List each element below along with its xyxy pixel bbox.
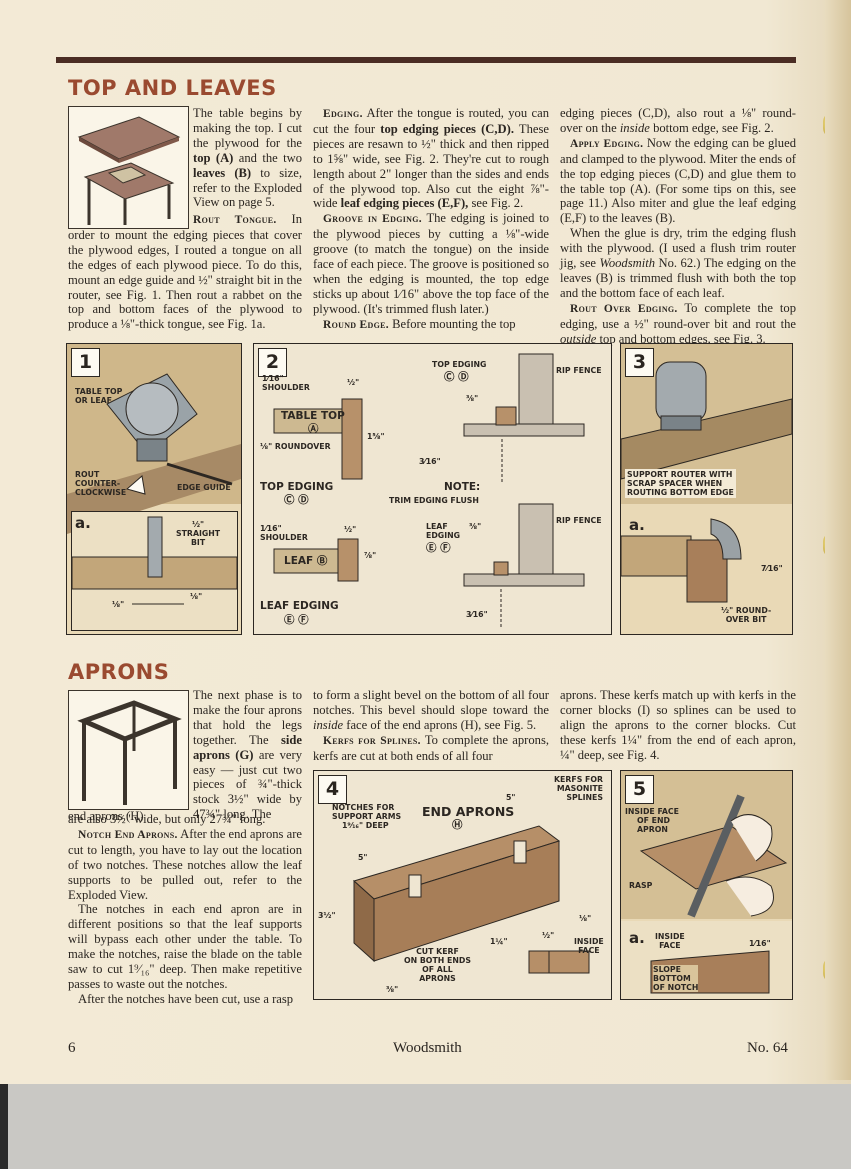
figure-4-number: 4 [318,775,347,804]
fig2-label-ef: Ⓔ Ⓕ [284,614,309,626]
fig2-label-cd: Ⓒ Ⓓ [284,494,309,506]
text-column-1-bottom: Rout Tongue. In order to mount the edgin… [68,212,302,332]
fig2-label-top-edging: TOP EDGING [260,481,334,493]
aprons-text-column-3: aprons. These kerfs match up with kerfs … [560,688,796,762]
fig1-label-edge-guide: EDGE GUIDE [177,483,231,492]
fig2-dim-316-top: 3⁄16" [419,457,441,466]
fig4-dim-5-left: 5" [358,853,368,862]
fig3-dim-716: 7⁄16" [761,564,783,573]
fig1a-dim-eighth-right: ⅛" [190,592,203,601]
fig3a-label: a. [629,516,645,534]
fig2-dim-78: ⅞" [364,551,377,560]
section-title-top-and-leaves: TOP AND LEAVES [68,76,277,100]
text-column-2: Edging. After the tongue is routed, you … [313,106,549,331]
fig5a-dim-116: 1⁄16" [749,939,771,948]
top-rule [56,57,796,63]
fig2-dim-half-leaf: ½" [344,525,357,534]
fig4-dim-38: ⅜" [386,985,399,994]
fig2-dim-158: 1⅝" [367,432,385,441]
fig4-label-end-aprons: END APRONS [422,804,515,819]
footer-magazine-name: Woodsmith [393,1040,462,1056]
fig2-label-shoulder-leaf: 1⁄16"SHOULDER [260,524,308,542]
fig2-label-ef-right: Ⓔ Ⓕ [426,542,451,554]
fig5a-label: a. [629,929,645,947]
scan-background [0,1084,851,1169]
thumbnail-top-and-leaves [68,106,189,229]
fig2-label-rip-fence-top: RIP FENCE [556,366,602,375]
figure-3-number: 3 [625,348,654,377]
fig2-dim-316-bottom: 3⁄16" [466,610,488,619]
text-column-3: edging pieces (C,D), also rout a ⅛" roun… [560,106,796,346]
aprons-text-column-1-top: The next phase is to make the four apron… [193,688,303,822]
figure-2-number: 2 [258,348,287,377]
fig2-label-shoulder-top: 1⁄16"SHOULDER [262,374,310,392]
footer-page-number: 6 [68,1040,76,1056]
fig2-label-rip-fence-bottom: RIP FENCE [556,516,602,525]
fig2-label-a: Ⓐ [308,423,319,435]
fig2-label-roundover: ⅛" ROUNDOVER [260,442,331,451]
figure-5-number: 5 [625,775,654,804]
fig4-label-h: Ⓗ [452,819,463,831]
thumbnail-aprons [68,690,189,810]
binder-clip-icon [823,112,845,138]
fig2-label-leaf: LEAF Ⓑ [284,555,328,567]
aprons-text-column-2: to form a slight bevel on the bottom of … [313,688,550,763]
figure-1-number: 1 [71,348,100,377]
aprons-text-column-1-rest: are also 3½" wide, but only 27¾" long. N… [68,812,302,1006]
fig1a-label: a. [75,514,91,532]
footer-issue-number: No. 64 [747,1040,788,1056]
fig2-dim-38-top: ⅜" [466,394,479,403]
fig2-label-leaf-edging: LEAF EDGING [260,600,339,612]
fig3-label-roundover-bit: ½" ROUND-OVER BIT [721,606,772,624]
binder-clip-icon [823,957,845,983]
fig4-dim-12: ½" [542,931,555,940]
fig4-dim-18: ⅛" [579,914,592,923]
figure-2: 2 1⁄16"SHOULDER ½" TABLE TOP Ⓐ 1⅝" ⅛" RO… [253,343,612,635]
section-title-aprons: APRONS [68,660,170,684]
fig2-label-trim-flush: TRIM EDGING FLUSH [389,496,479,505]
fig4-dim-5-right: 5" [506,793,516,802]
fig4-dim-312: 3½" [318,911,336,920]
fig2-label-top-edging-right: TOP EDGING [432,360,487,369]
binder-clip-icon [823,532,845,558]
fig2-label-cd-right: Ⓒ Ⓓ [444,371,469,383]
text-column-1-top: The table begins by making the top. I cu… [193,106,302,210]
fig2-dim-half-top: ½" [347,378,360,387]
fig1a-dim-eighth-left: ⅛" [112,600,125,609]
fig2-label-note: NOTE: [444,481,481,493]
fig5-label-rasp: RASP [629,881,653,890]
aprons-text-column-1-bottom: end aprons (H) [68,809,144,823]
fig4-dim-114: 1¼" [490,937,508,946]
fig2-dim-38-bottom: ⅜" [469,522,482,531]
fig2-label-table-top: TABLE TOP [281,410,345,422]
